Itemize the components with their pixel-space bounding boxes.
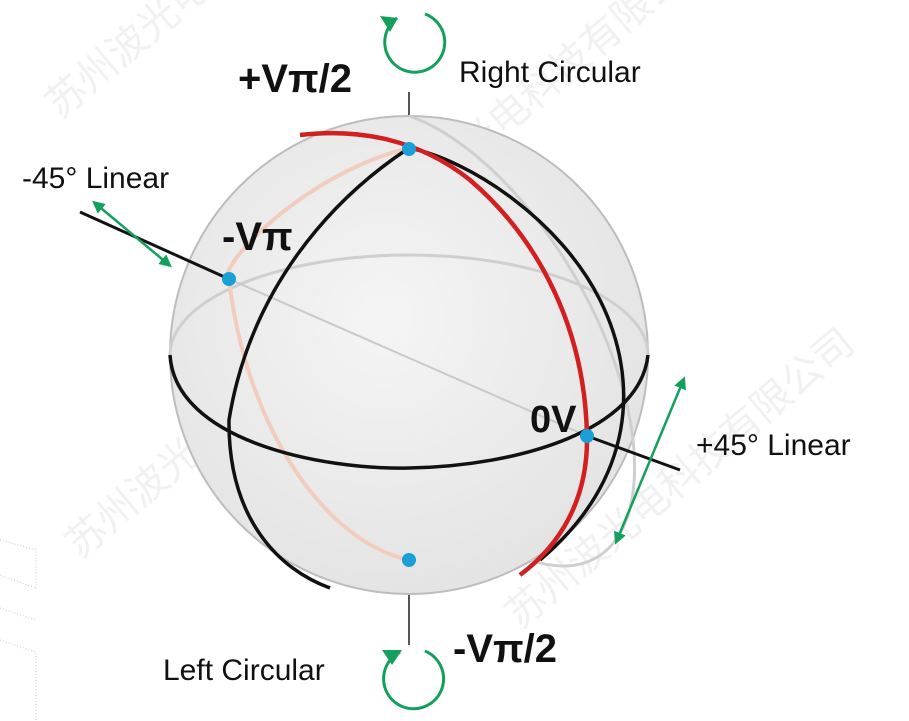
minus45-arrow [92,200,172,268]
faint-meridian [225,146,410,562]
minus-vpi-2-label: -Vπ/2 [453,627,557,671]
point-top [402,142,416,156]
point-minus-vpi [222,272,236,286]
equator-circle [168,354,650,470]
plus-vpi-2-label: +Vπ/2 [238,57,352,101]
left-circular-icon [382,649,446,711]
plus45-linear-label: +45° Linear [696,429,851,462]
point-bottom [402,553,416,567]
right-circular-label: Right Circular [459,56,641,89]
minus-vpi-label: -Vπ [222,215,293,259]
point-zero-v [580,429,594,443]
meridian-circle [227,146,626,590]
left-circular-label: Left Circular [163,654,325,687]
right-circular-icon [380,12,447,74]
plus45-arrow [614,376,686,545]
zero-v-label: 0V [530,399,577,441]
minus45-linear-label: -45° Linear [22,162,169,195]
red-path [299,130,590,577]
dotted-fragment [0,539,37,721]
